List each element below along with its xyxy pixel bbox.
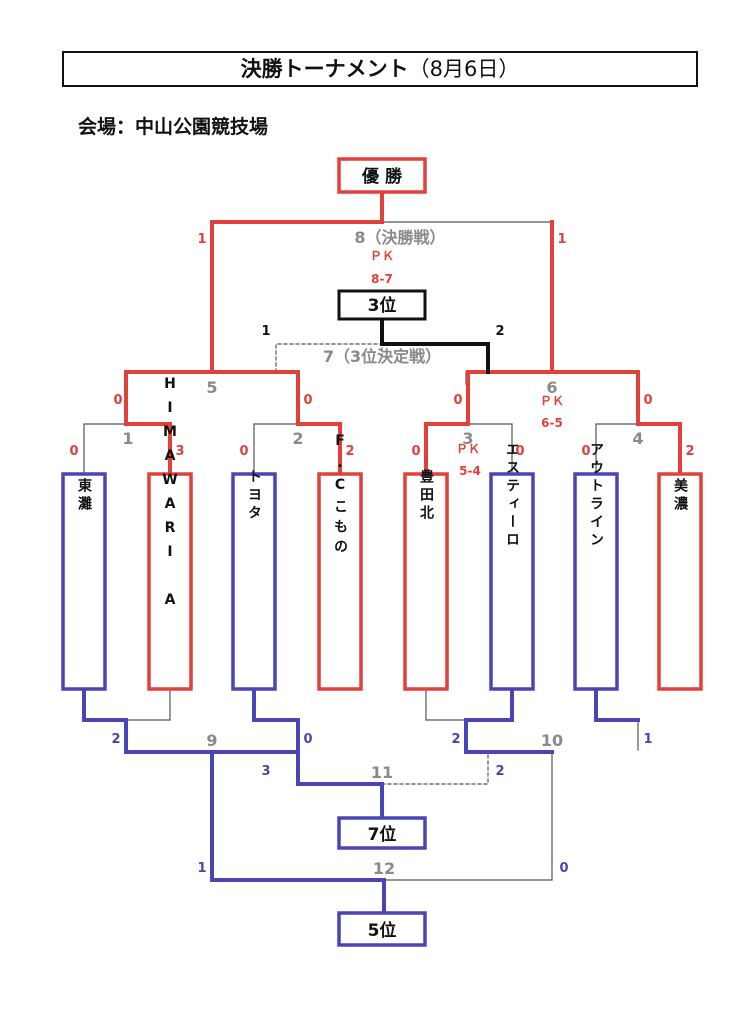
team-box-himawari xyxy=(147,472,193,691)
pk-score-m3: 5-4 xyxy=(459,464,481,478)
title-box: 決勝トーナメント（8月6日） xyxy=(62,51,698,87)
match-number-5: 5 xyxy=(206,378,217,397)
pk-label-m6: ＰＫ xyxy=(540,394,564,408)
score-m8-left: 1 xyxy=(197,232,206,247)
venue-label: 会場：中山公園競技場 xyxy=(78,116,269,138)
team-name-1: 東灘 xyxy=(76,477,92,514)
match-number-12: 12 xyxy=(373,859,395,878)
champion-label: 優 勝 xyxy=(361,166,403,187)
team-name-2: HIMAWARI A xyxy=(162,376,178,616)
fifth-place-box xyxy=(337,911,427,947)
match-number-3: 3 xyxy=(462,429,473,448)
score-m5-left: 0 xyxy=(113,393,122,408)
team-name-4: F.Cこもの xyxy=(332,433,348,559)
score-m11-right: 2 xyxy=(495,764,504,779)
team-name-7: アウトライン xyxy=(588,442,604,550)
scores-red: 0 3 0 2 0 0 ＰＫ 5-4 0 2 0 0 0 0 ＰＫ 6-5 1 … xyxy=(69,232,694,478)
seventh-place-label: 7位 xyxy=(368,824,397,845)
third-place-label: 3位 xyxy=(368,295,397,316)
team-box-toyota xyxy=(231,472,277,691)
team-box-fckomono xyxy=(317,472,363,691)
score-m5-right: 0 xyxy=(303,393,312,408)
team-box-mino xyxy=(657,472,703,691)
score-m3-left: 0 xyxy=(411,444,420,459)
bracket-dashed-lines xyxy=(275,343,489,785)
team-box-toyotakita xyxy=(403,472,449,691)
result-boxes xyxy=(337,157,427,947)
pk-score-m6: 6-5 xyxy=(541,416,563,430)
match-number-8: 8（決勝戦） xyxy=(354,228,445,247)
score-m4-right: 2 xyxy=(685,444,694,459)
score-m1-left: 0 xyxy=(69,444,78,459)
score-m4-left: 0 xyxy=(581,444,590,459)
match-number-11: 11 xyxy=(371,763,393,782)
team-name-3: トヨタ xyxy=(246,469,262,523)
team-box-estilo xyxy=(489,472,535,691)
match-number-6: 6 xyxy=(546,378,557,397)
fifth-place-label: 5位 xyxy=(368,920,397,941)
score-m12-right: 0 xyxy=(559,861,568,876)
tournament-title: 決勝トーナメント xyxy=(240,57,409,81)
match-number-1: 1 xyxy=(122,429,133,448)
match-number-10: 10 xyxy=(541,731,563,750)
score-m2-left: 0 xyxy=(239,444,248,459)
score-m2-right: 2 xyxy=(345,444,354,459)
bracket-loss-lines xyxy=(82,688,640,914)
score-m6-right: 0 xyxy=(643,393,652,408)
score-m7-left: 1 xyxy=(261,324,270,339)
score-m10-right: 1 xyxy=(643,732,652,747)
team-boxes xyxy=(61,472,703,691)
team-name-8: 美濃 xyxy=(672,477,688,514)
score-m10-left: 2 xyxy=(451,732,460,747)
tournament-date: （8月6日） xyxy=(408,57,520,81)
seventh-place-box xyxy=(337,816,427,850)
pk-label-m8: ＰＫ xyxy=(370,249,394,263)
score-m11-left: 3 xyxy=(261,764,270,779)
team-name-5: 豊田北 xyxy=(418,468,434,523)
third-place-box xyxy=(337,289,427,321)
score-m9-left: 2 xyxy=(111,732,120,747)
score-m9-right: 0 xyxy=(303,732,312,747)
scores-black: 1 2 xyxy=(261,324,504,339)
score-m3-right: 0 xyxy=(515,444,524,459)
match-number-7: 7（3位決定戦） xyxy=(323,347,441,366)
score-m12-left: 1 xyxy=(197,861,206,876)
third-place-win-line xyxy=(380,316,490,374)
pk-score-m8: 8-7 xyxy=(371,272,393,286)
bracket-win-lines xyxy=(124,190,682,474)
champion-box xyxy=(337,157,427,194)
score-m8-right: 1 xyxy=(557,232,566,247)
team-box-outline xyxy=(573,472,619,691)
pk-label-m3: ＰＫ xyxy=(456,442,480,456)
scores-blue: 2 0 2 1 3 2 1 0 xyxy=(111,732,652,876)
match-numbers: 1 2 3 4 5 6 7（3位決定戦） 8（決勝戦） 9 10 11 12 xyxy=(122,228,643,878)
match-number-2: 2 xyxy=(292,429,303,448)
team-box-higashinada xyxy=(61,472,107,691)
match-number-4: 4 xyxy=(632,429,643,448)
team-names: 東灘 HIMAWARI A トヨタ F.Cこもの 豊田北 エスティーロ アウトラ… xyxy=(76,376,688,616)
team-name-6: エスティーロ xyxy=(504,442,520,550)
score-m7-right: 2 xyxy=(495,324,504,339)
score-m1-right: 3 xyxy=(175,444,184,459)
score-m6-left: 0 xyxy=(453,393,462,408)
match-number-9: 9 xyxy=(206,731,217,750)
